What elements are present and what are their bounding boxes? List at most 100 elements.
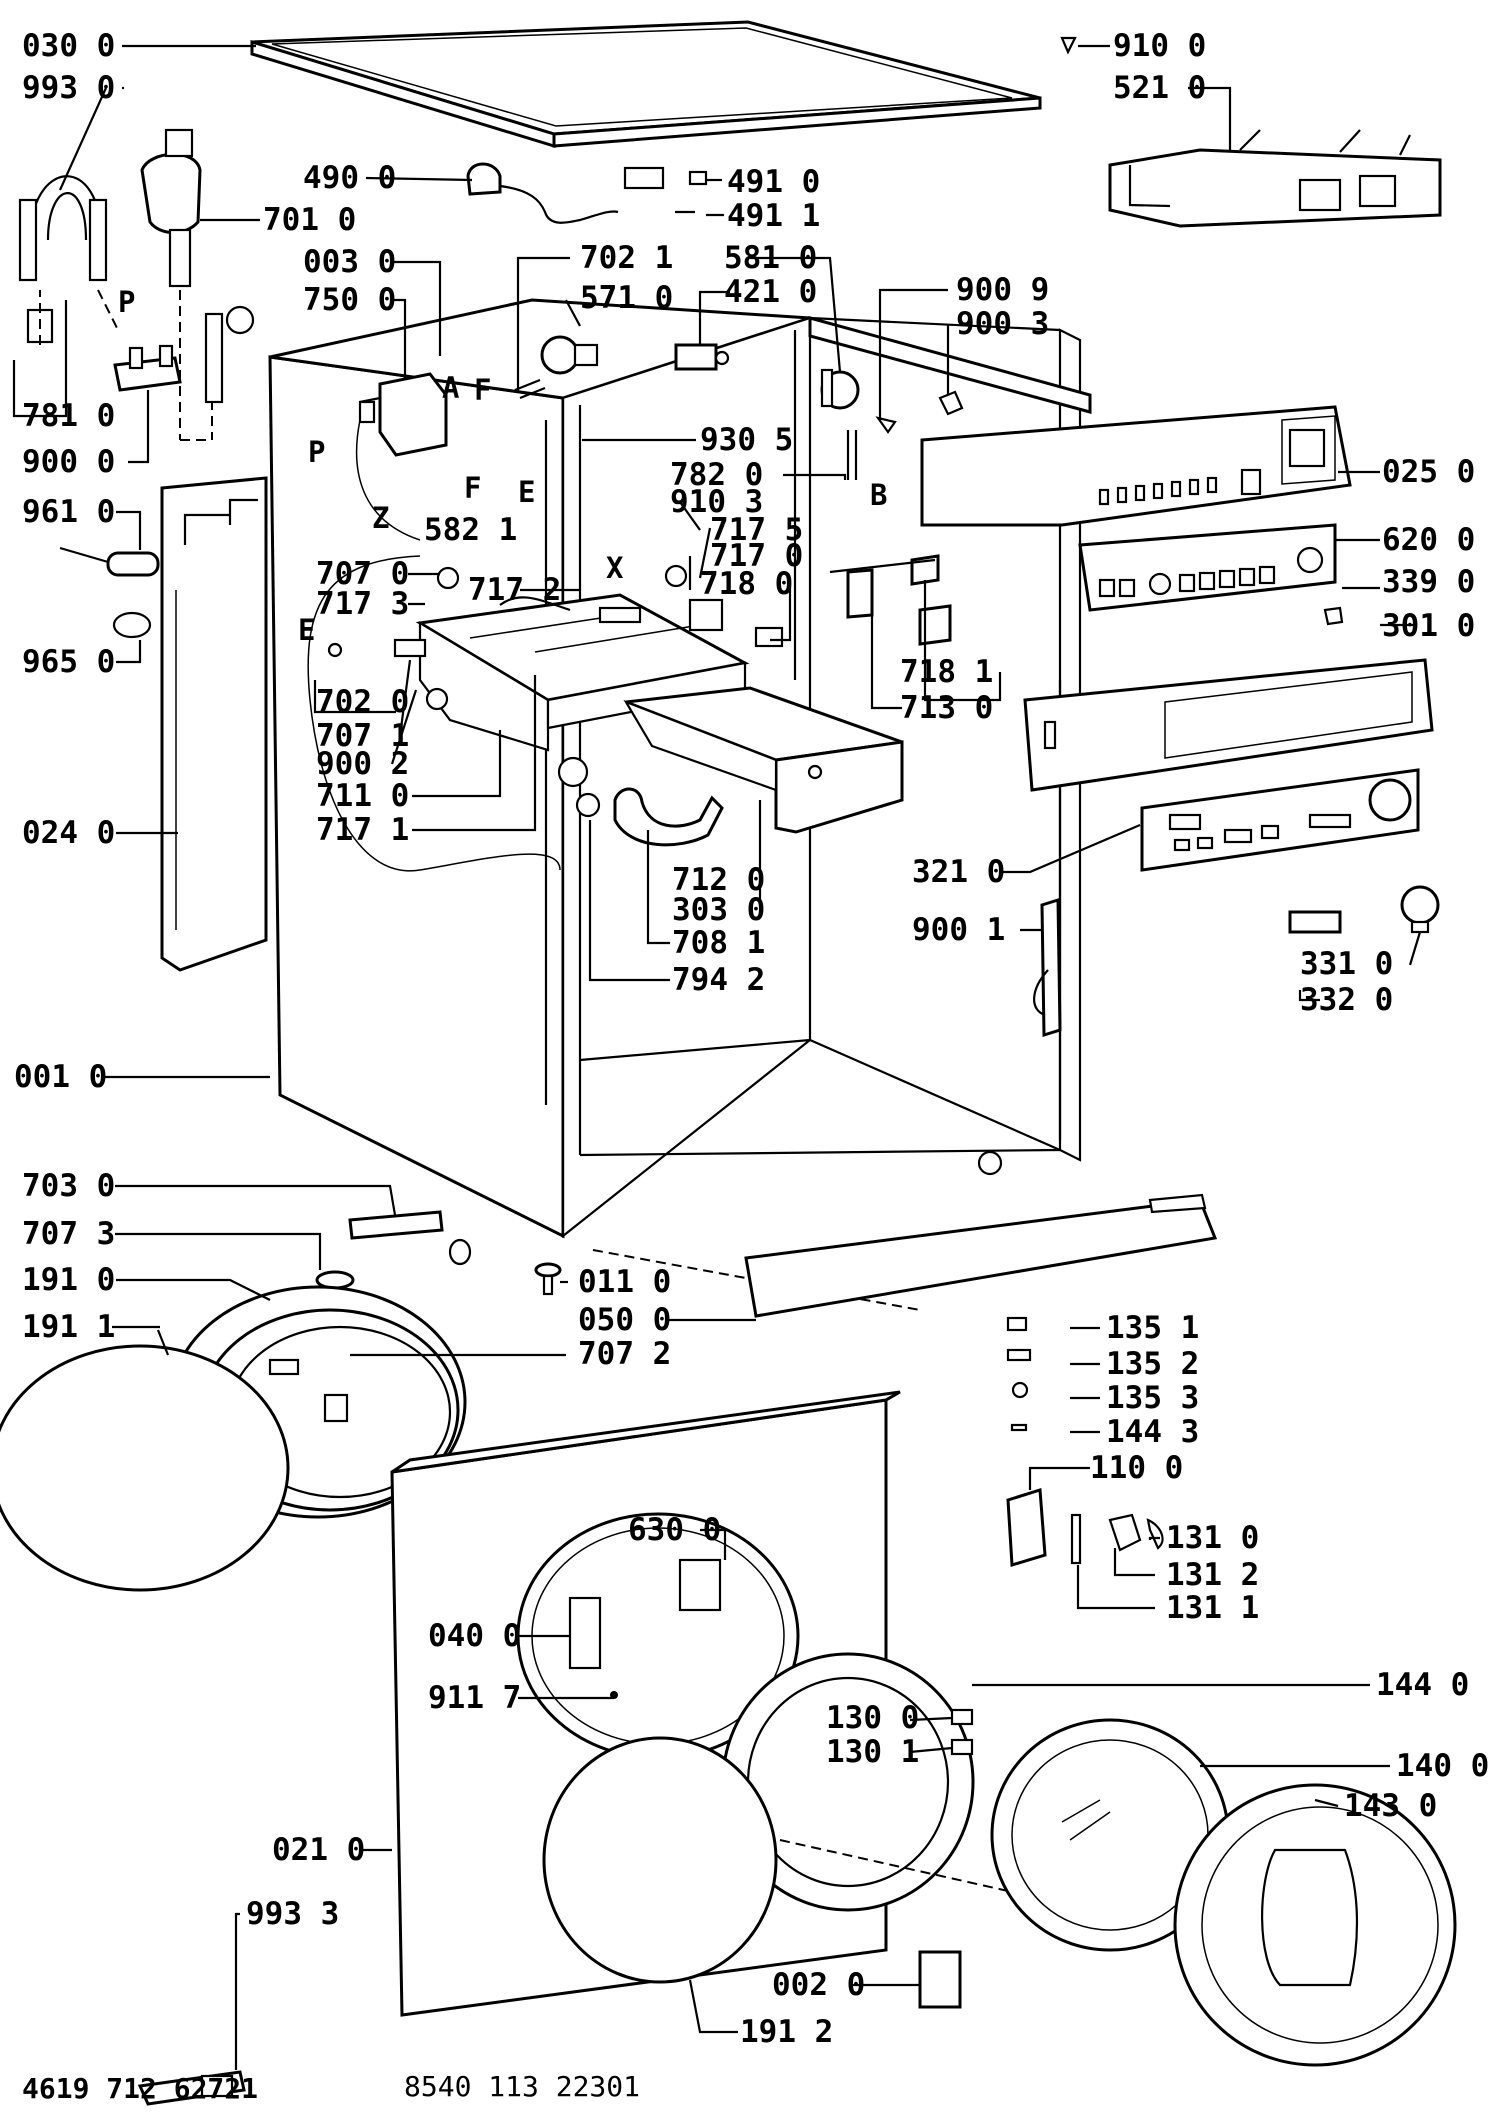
knob-part (1288, 885, 1440, 934)
dispenser-drawer-part (623, 686, 904, 834)
side-panel-part (160, 476, 268, 972)
label-707-2: 707 2 (578, 1336, 671, 1372)
label-993-0: 993 0 (22, 70, 115, 106)
door-inner-frame-part (1173, 1783, 1457, 2067)
label-702-1: 702 1 (580, 240, 673, 276)
label-900-9: 900 9 (956, 272, 1049, 308)
label-303-0: 303 0 (672, 892, 765, 928)
label-421-0: 421 0 (724, 274, 817, 310)
label-191-2: 191 2 (740, 2014, 833, 2050)
label-339-0: 339 0 (1382, 564, 1475, 600)
label-630-0: 630 0 (628, 1512, 721, 1548)
label-191-0: 191 0 (22, 1262, 115, 1298)
label-713-0: 713 0 (900, 690, 993, 726)
label-911-7: 911 7 (428, 1680, 521, 1716)
label-582-1: 582 1 (424, 512, 517, 548)
label-332-0: 332 0 (1300, 982, 1393, 1018)
tool-part (137, 2070, 246, 2106)
switch-part (829, 554, 952, 646)
label-717-1: 717 1 (316, 812, 409, 848)
label-718-1: 718 1 (900, 654, 993, 690)
letter-a: A (442, 371, 459, 405)
label-321-0: 321 0 (912, 854, 1005, 890)
label-718-0: 718 0 (700, 566, 793, 602)
letter-e-mid: E (518, 475, 535, 509)
label-131-0: 131 0 (1166, 1520, 1259, 1556)
label-712-0: 712 0 (672, 862, 765, 898)
label-130-1: 130 1 (826, 1734, 919, 1770)
label-707-1: 707 1 (316, 718, 409, 754)
label-490-0: 490 0 (303, 160, 396, 196)
label-702-0: 702 0 (316, 684, 409, 720)
pressure-switch-part (820, 368, 860, 480)
label-701-0: 701 0 (263, 202, 356, 238)
foot-part (534, 1262, 562, 1296)
fascia-part (1023, 658, 1434, 792)
part-number-labels: 030 0 993 0 490 0 491 0 491 1 701 0 003 … (14, 28, 1489, 2050)
letter-p-mid: P (308, 435, 325, 469)
label-703-0: 703 0 (22, 1168, 115, 1204)
label-021-0: 021 0 (272, 1832, 365, 1868)
label-717-0: 717 0 (710, 538, 803, 574)
control-module-part (1060, 36, 1442, 228)
kick-plate-part (744, 1193, 1218, 1318)
label-993-3: 993 3 (246, 1896, 339, 1932)
label-191-1: 191 1 (22, 1309, 115, 1345)
label-961-0: 961 0 (22, 494, 115, 530)
hose-part (18, 175, 119, 345)
label-135-3: 135 3 (1106, 1380, 1199, 1416)
label-130-0: 130 0 (826, 1700, 919, 1736)
power-cord-part (466, 162, 708, 224)
label-024-0: 024 0 (22, 815, 115, 851)
label-794-2: 794 2 (672, 962, 765, 998)
label-331-0: 331 0 (1300, 946, 1393, 982)
door-clip-part (59, 546, 160, 639)
solenoid-valve-part (514, 335, 599, 400)
label-003-0: 003 0 (303, 244, 396, 280)
board-sockets (1098, 546, 1324, 598)
label-050-0: 050 0 (578, 1302, 671, 1338)
letter-f-mid: F (464, 471, 481, 505)
terminal-block-part (355, 372, 448, 541)
footer-right-code: 8540 113 22301 (404, 2070, 640, 2103)
label-030-0: 030 0 (22, 28, 115, 64)
label-900-2: 900 2 (316, 746, 409, 782)
filter-cap-part (918, 1950, 962, 2009)
door-seal-part (542, 1736, 778, 1984)
letter-f-top: F (474, 373, 491, 407)
label-782-0: 782 0 (670, 457, 763, 493)
label-521-0: 521 0 (1113, 70, 1206, 106)
label-135-1: 135 1 (1106, 1310, 1199, 1346)
label-040-0: 040 0 (428, 1618, 521, 1654)
cabinet-part (268, 298, 1092, 1239)
letter-x: X (606, 551, 624, 585)
dispenser-hose-part (575, 787, 724, 847)
letter-b: B (870, 478, 887, 512)
leader-lines (12, 44, 1422, 2070)
footer-left-code: 4619 712 62721 (22, 2072, 258, 2105)
label-025-0: 025 0 (1382, 454, 1475, 490)
door-lock-part (1033, 897, 1062, 1038)
label-581-0: 581 0 (724, 240, 817, 276)
label-011-0: 011 0 (578, 1264, 671, 1300)
label-717-3: 717 3 (316, 586, 409, 622)
letter-p-left: P (118, 285, 135, 319)
label-900-1: 900 1 (912, 912, 1005, 948)
small-fasteners-part (875, 390, 964, 434)
rear-cover-part (0, 1344, 290, 1592)
bracket-part (113, 344, 182, 392)
label-143-0: 143 0 (1344, 1788, 1437, 1824)
label-717-5: 717 5 (710, 512, 803, 548)
hinge-pin-part (315, 1210, 472, 1290)
label-910-0: 910 0 (1113, 28, 1206, 64)
label-301-0: 301 0 (1382, 608, 1475, 644)
door-outer-ring-part (721, 1652, 975, 1912)
label-571-0: 571 0 (580, 280, 673, 316)
letter-e-left: E (298, 613, 315, 647)
label-135-2: 135 2 (1106, 1346, 1199, 1382)
label-708-1: 708 1 (672, 925, 765, 961)
door-handle-part (1006, 1488, 1164, 1567)
label-140-0: 140 0 (1396, 1748, 1489, 1784)
reference-letters: P P A F F E E Z B X (118, 285, 887, 647)
